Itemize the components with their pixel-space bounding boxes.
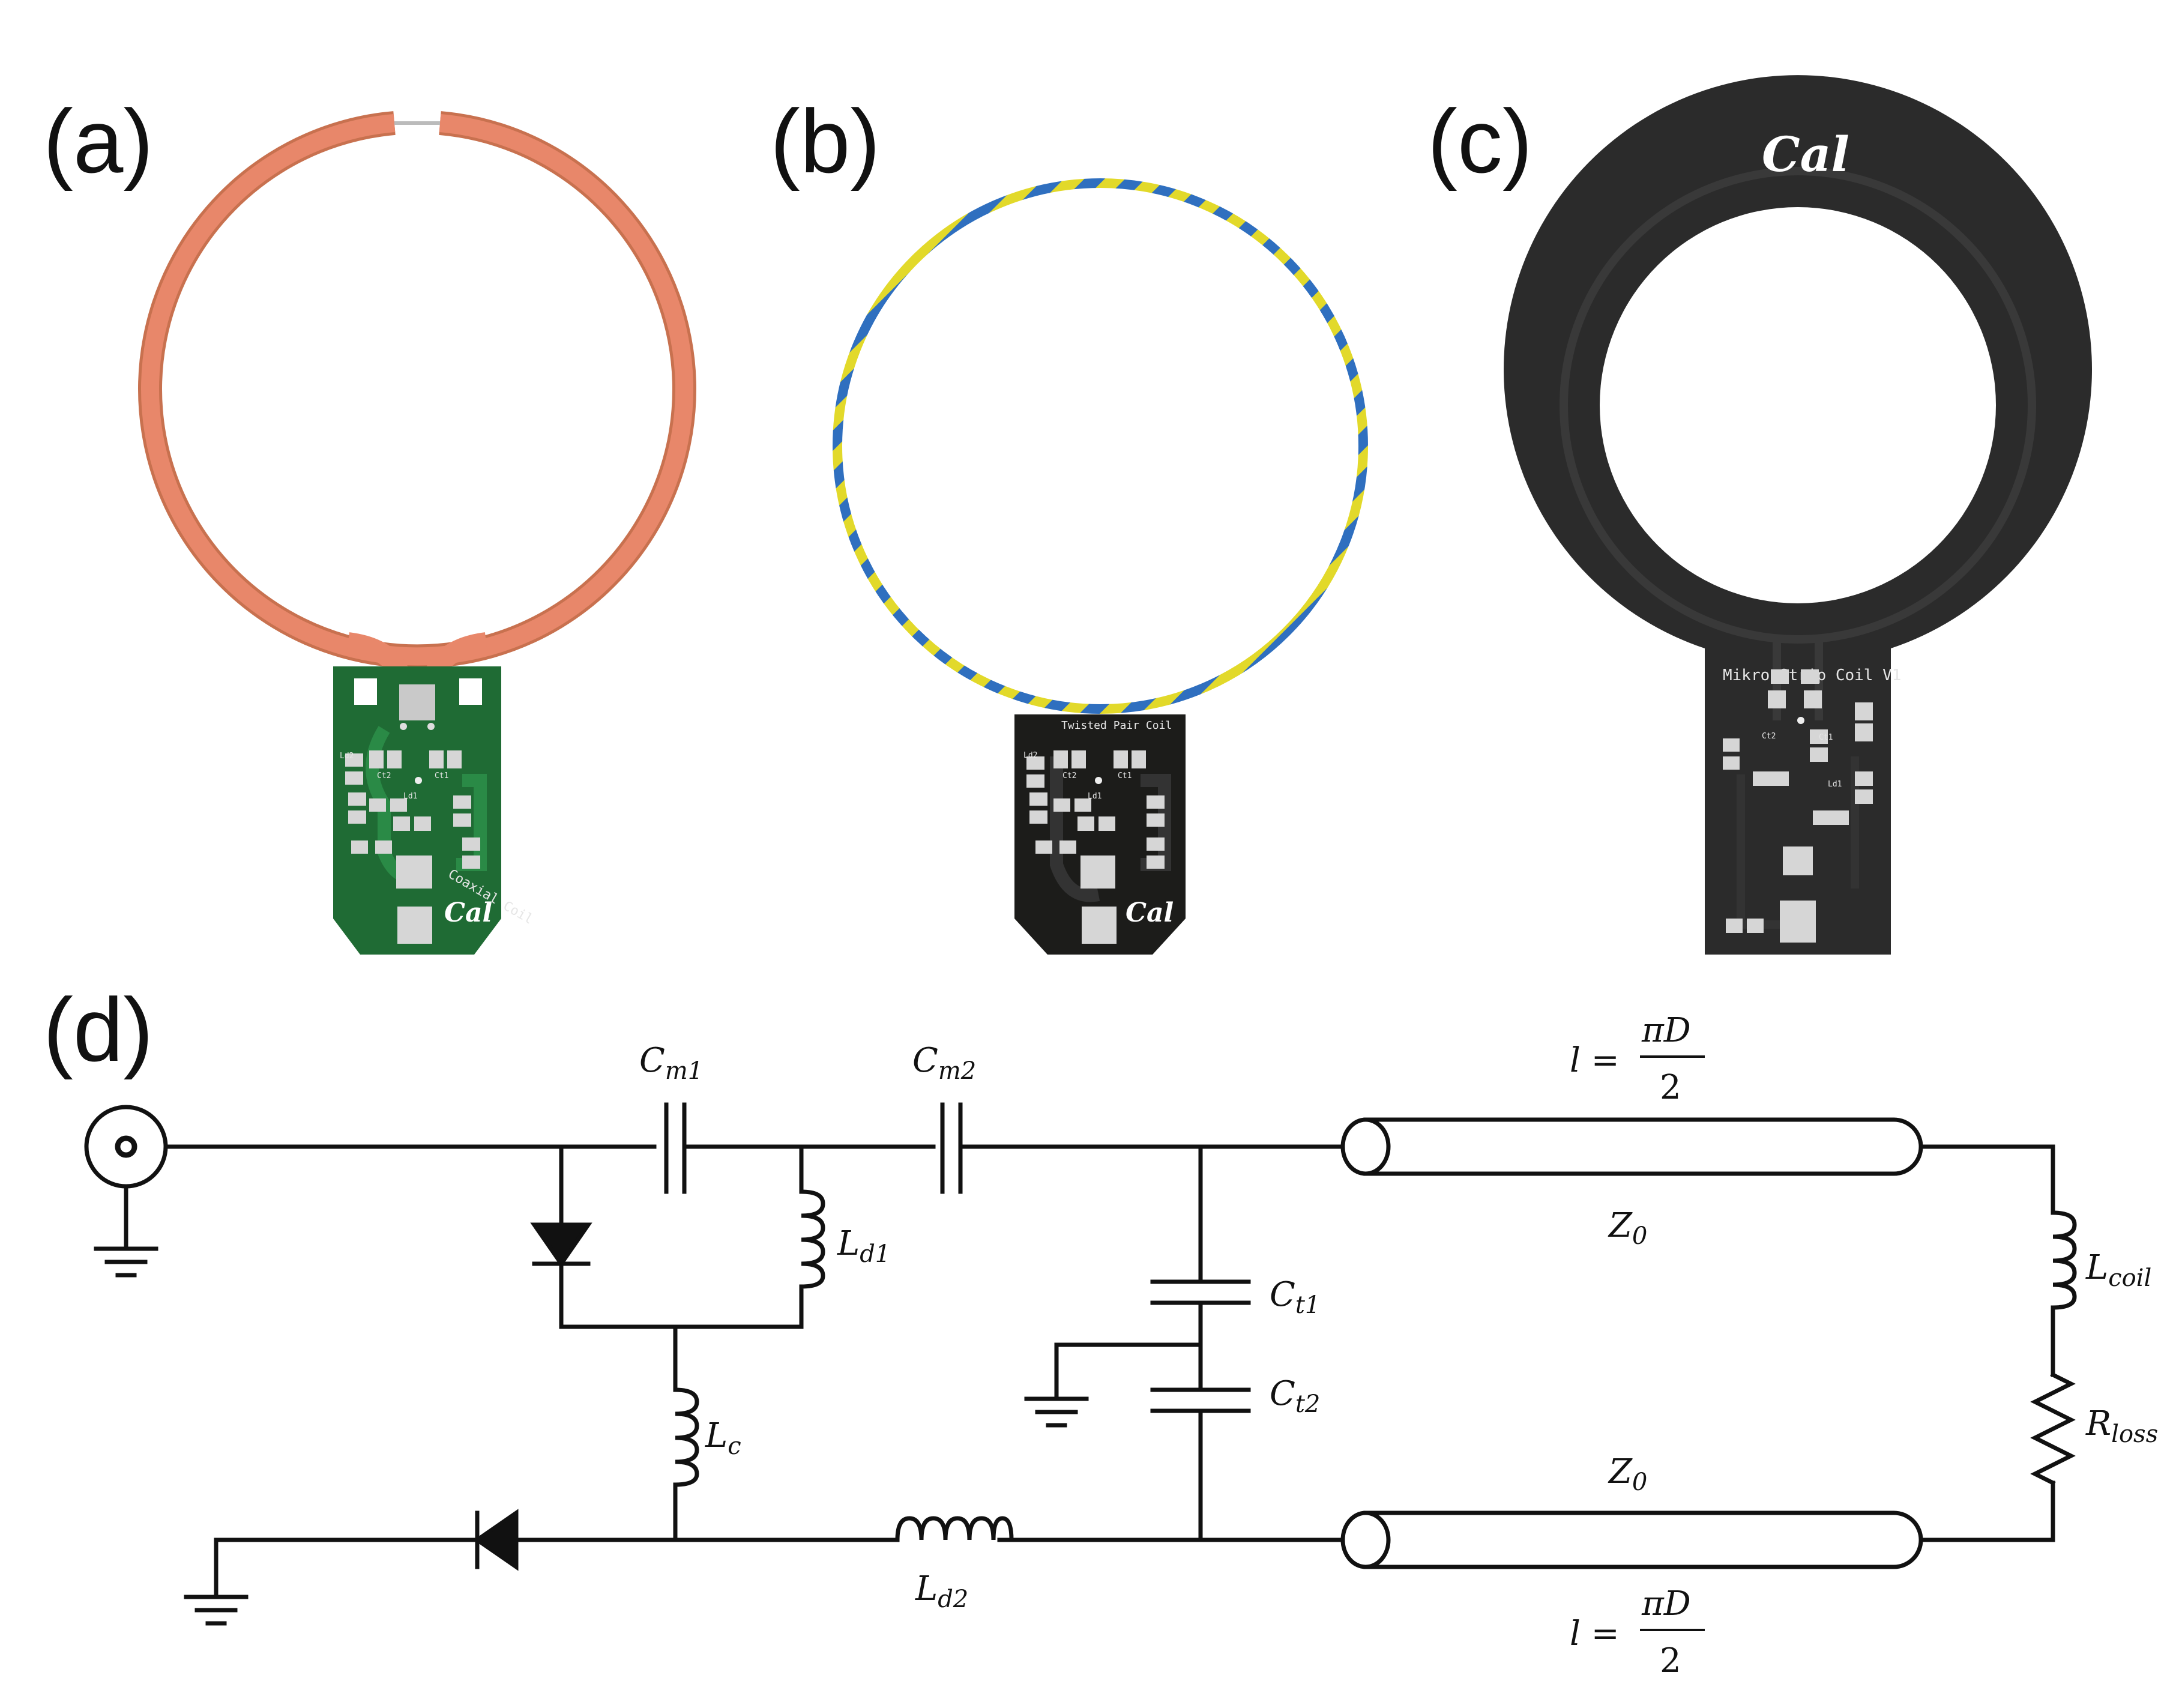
svg-text:l =: l = [1570, 1041, 1620, 1080]
panel-b-twisted-pair-coil: Twisted Pair Coil Ld2 Ct2 Ct1 Ld1 Cal [833, 178, 1368, 955]
coil-inner-opening [1600, 207, 1996, 603]
formula-length-top: l = πD 2 [1570, 1011, 1705, 1107]
bnc-connector-icon [84, 1105, 168, 1278]
schematic-labels: Cm1 Cm2 Ld1 Lc Ld2 Ct1 Ct2 Lcoil [639, 1011, 2158, 1680]
silk-ld1-c: Ld1 [1828, 780, 1842, 789]
svg-text:πD: πD [1641, 1584, 1691, 1623]
panel-a-coaxial-coil: Ld2 Ct2 Ct1 Ld1 Coaxial Coil Cal [138, 111, 696, 955]
capacitor-cm2 [940, 1102, 963, 1194]
resistor-rloss [2030, 1372, 2076, 1486]
label-ct2: Ct2 [1270, 1374, 1320, 1418]
silk-ct1-a: Ct1 [435, 771, 448, 780]
panel-label-b: (b) [770, 91, 881, 192]
smd-pads-c [1723, 669, 1873, 943]
ground-icon-left [184, 1538, 249, 1626]
twisted-pair-coil-loop [833, 178, 1368, 714]
cal-logo-c: Cal [1762, 126, 1849, 183]
label-lcoil: Lcoil [2085, 1248, 2151, 1292]
inductor-lc [673, 1387, 699, 1487]
smd-pads-b [1026, 750, 1165, 944]
label-rloss: Rloss [2085, 1404, 2158, 1448]
label-ld2: Ld2 [915, 1569, 968, 1613]
transmission-line-top [1340, 1117, 1923, 1176]
ground-icon-tune [1024, 1342, 1203, 1428]
silk-ld2-b: Ld2 [1023, 751, 1037, 760]
capacitor-cm1 [664, 1102, 687, 1194]
inductor-ld2 [895, 1516, 1014, 1542]
silk-ct1-b: Ct1 [1118, 771, 1132, 780]
silk-ct2-b: Ct2 [1062, 771, 1076, 780]
silk-ct2-a: Ct2 [377, 771, 391, 780]
label-ct1: Ct1 [1270, 1275, 1320, 1319]
inductor-lcoil [2051, 1210, 2077, 1310]
svg-text:2: 2 [1660, 1641, 1681, 1680]
board-name-b: Twisted Pair Coil [1061, 719, 1172, 732]
transmission-line-bottom [1340, 1510, 1923, 1569]
svg-text:2: 2 [1660, 1068, 1681, 1107]
panel-label-c: (c) [1427, 91, 1533, 192]
label-cm1: Cm1 [639, 1041, 703, 1085]
diode-pin-top [530, 1222, 592, 1268]
panel-label-d: (d) [43, 979, 154, 1080]
label-cm2: Cm2 [912, 1041, 976, 1085]
capacitor-ct1 [1150, 1279, 1251, 1305]
label-z0-top: Z0 [1608, 1206, 1647, 1250]
silk-ct2-c: Ct2 [1762, 732, 1776, 741]
panel-label-a: (a) [43, 91, 154, 192]
panel-c-microstrip-coil: Mikro-Strip Coil V1 Cal Ct2 Ct1 Ld1 [1503, 75, 2092, 955]
schematic [84, 1102, 2077, 1626]
label-ld1: Ld1 [837, 1224, 890, 1268]
cal-logo-b: Cal [1126, 898, 1174, 928]
formula-length-bottom: l = πD 2 [1570, 1584, 1705, 1680]
label-z0-bottom: Z0 [1608, 1452, 1647, 1496]
microstrip-trace [1560, 167, 2036, 644]
capacitor-ct2 [1150, 1387, 1251, 1413]
smd-pads-a [345, 750, 480, 944]
silk-ld2-a: Ld2 [340, 752, 354, 761]
svg-text:πD: πD [1641, 1011, 1691, 1050]
inductor-ld1 [799, 1189, 825, 1289]
silk-ld1-a: Ld1 [403, 792, 417, 801]
silk-ct1-c: Ct1 [1819, 733, 1833, 742]
svg-text:l =: l = [1570, 1614, 1620, 1653]
diode-pin-bottom [473, 1509, 519, 1571]
label-lc: Lc [705, 1416, 741, 1460]
silk-ld1-b: Ld1 [1088, 792, 1102, 801]
cal-logo-a: Cal [444, 898, 492, 928]
